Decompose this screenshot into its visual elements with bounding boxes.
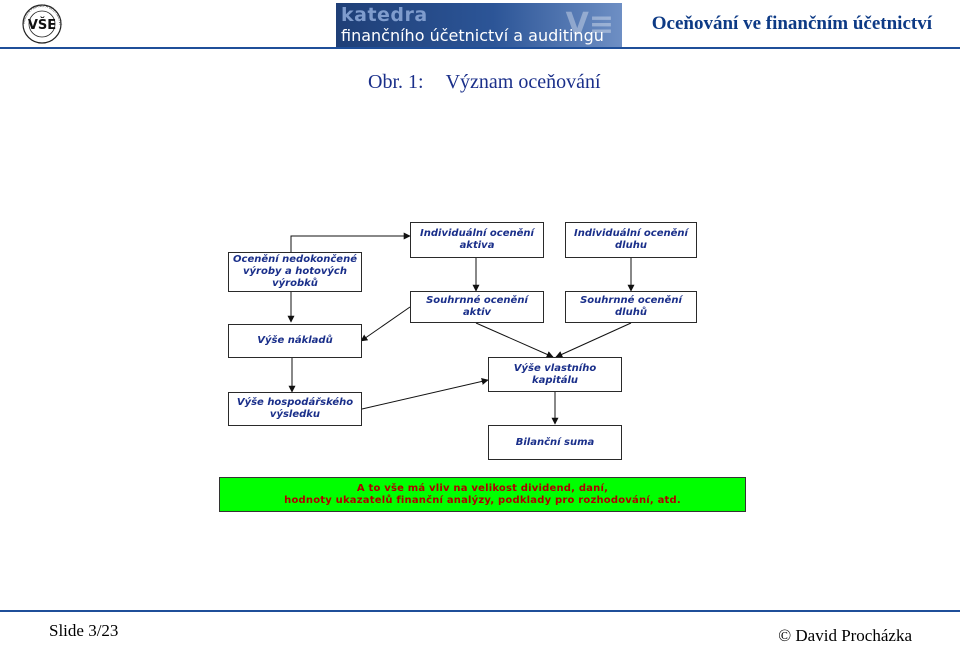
arrow-souhrnne-aktiv-to-vk [475, 322, 554, 358]
banner-line2: finančního účetnictví a auditingu [341, 26, 604, 45]
arrow-nedokoncene-to-ind-aktiva [290, 232, 411, 252]
footer-divider [0, 610, 960, 612]
presentation-title: Oceňování ve finančním účetnictví [651, 13, 932, 34]
department-banner: katedra finančního účetnictví a auditing… [336, 3, 622, 47]
node-individualni-oceneni-aktiva: Individuální ocenění aktiva [410, 222, 544, 258]
logo-text: VŠE [28, 17, 56, 33]
node-vyse-vlastniho-kapitalu: Výše vlastního kapitálu [488, 357, 622, 392]
figure-title: Význam oceňování [445, 71, 601, 93]
impact-note-line1: A to vše má vliv na velikost dividend, d… [356, 482, 609, 494]
arrow-souhrnne-aktiv-to-naklady [360, 306, 411, 342]
node-individualni-oceneni-dluhu: Individuální ocenění dluhu [565, 222, 697, 258]
impact-note-line2: hodnoty ukazatelů finanční analýzy, podk… [284, 494, 681, 506]
node-souhrnne-oceneni-aktiv: Souhrnné ocenění aktiv [410, 291, 544, 323]
node-oceneni-nedokoncene-vyroby: Ocenění nedokončené výroby a hotových vý… [228, 252, 362, 292]
slide-number: Slide 3/23 [49, 621, 119, 640]
node-bilancni-suma: Bilanční suma [488, 425, 622, 460]
node-souhrnne-oceneni-dluhu: Souhrnné ocenění dluhů [565, 291, 697, 323]
figure-caption: Obr. 1: Význam oceňování [368, 71, 601, 94]
arrow-souhrnne-dluhu-to-vk [555, 322, 632, 358]
figure-label: Obr. 1: [368, 71, 424, 93]
header: VŠE FAKULTA FINANCÍ A ÚČETNICTVÍ katedra… [0, 0, 960, 50]
banner-watermark-icon: V≡ [565, 7, 614, 42]
arrow-hv-to-vk [361, 378, 489, 410]
node-vyse-nakladu: Výše nákladů [228, 324, 362, 358]
vse-logo: VŠE FAKULTA FINANCÍ A ÚČETNICTVÍ [22, 3, 63, 44]
author-credit: © David Procházka [778, 626, 912, 645]
impact-note: A to vše má vliv na velikost dividend, d… [219, 477, 746, 512]
node-vyse-hospodarskeho-vysledku: Výše hospodářského výsledku [228, 392, 362, 426]
header-divider [0, 47, 960, 49]
banner-line1: katedra [341, 4, 428, 26]
